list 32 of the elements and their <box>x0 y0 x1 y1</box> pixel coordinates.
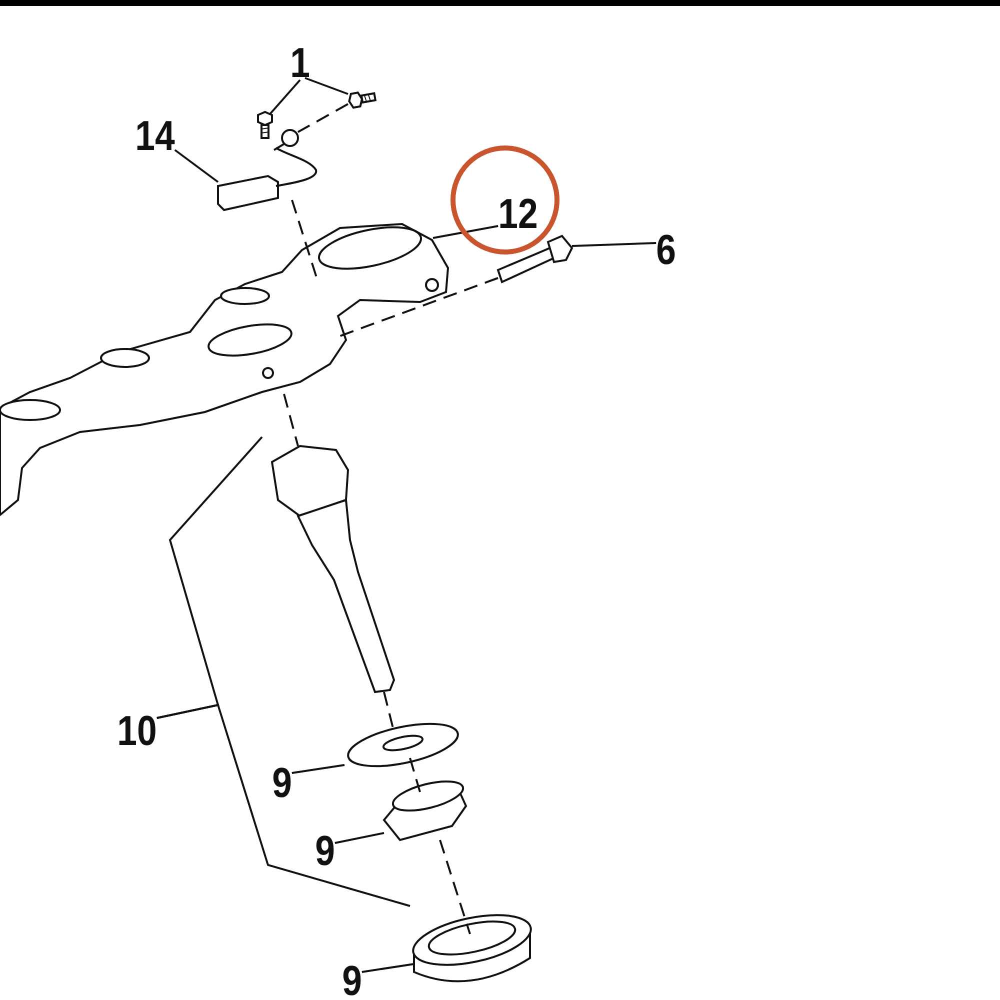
callout-number: 12 <box>498 193 538 235</box>
leader-line <box>174 149 219 183</box>
center-line <box>439 840 471 934</box>
leader-line <box>334 832 384 844</box>
washer-drawing <box>347 722 459 768</box>
leader-line <box>269 79 301 115</box>
screw-drawing <box>257 110 273 139</box>
center-line <box>409 758 421 792</box>
callout-number: 1 <box>290 42 310 84</box>
leader-line <box>292 764 345 774</box>
screw-drawing <box>348 92 377 109</box>
triple-clamp-drawing <box>0 222 450 518</box>
callout-number: 9 <box>342 960 362 1000</box>
center-line <box>283 394 299 446</box>
leader-line <box>304 77 348 95</box>
steering-stem-drawing <box>270 444 396 694</box>
center-line <box>340 277 498 337</box>
callout-number: 9 <box>315 830 335 872</box>
wire-harness-drawing <box>217 129 318 212</box>
center-line <box>298 103 348 133</box>
bearing-cup-drawing <box>412 914 532 982</box>
leader-line <box>432 225 498 239</box>
callout-number: 6 <box>656 229 676 271</box>
callout-number: 14 <box>135 115 175 157</box>
leader-line <box>572 242 656 247</box>
callout-number: 10 <box>117 710 157 752</box>
tapered-bearing-drawing <box>382 780 468 842</box>
bolt-drawing <box>496 234 574 284</box>
center-line <box>383 692 394 728</box>
callout-number: 9 <box>272 762 292 804</box>
leader-line <box>362 963 414 973</box>
leader-line <box>156 704 410 907</box>
